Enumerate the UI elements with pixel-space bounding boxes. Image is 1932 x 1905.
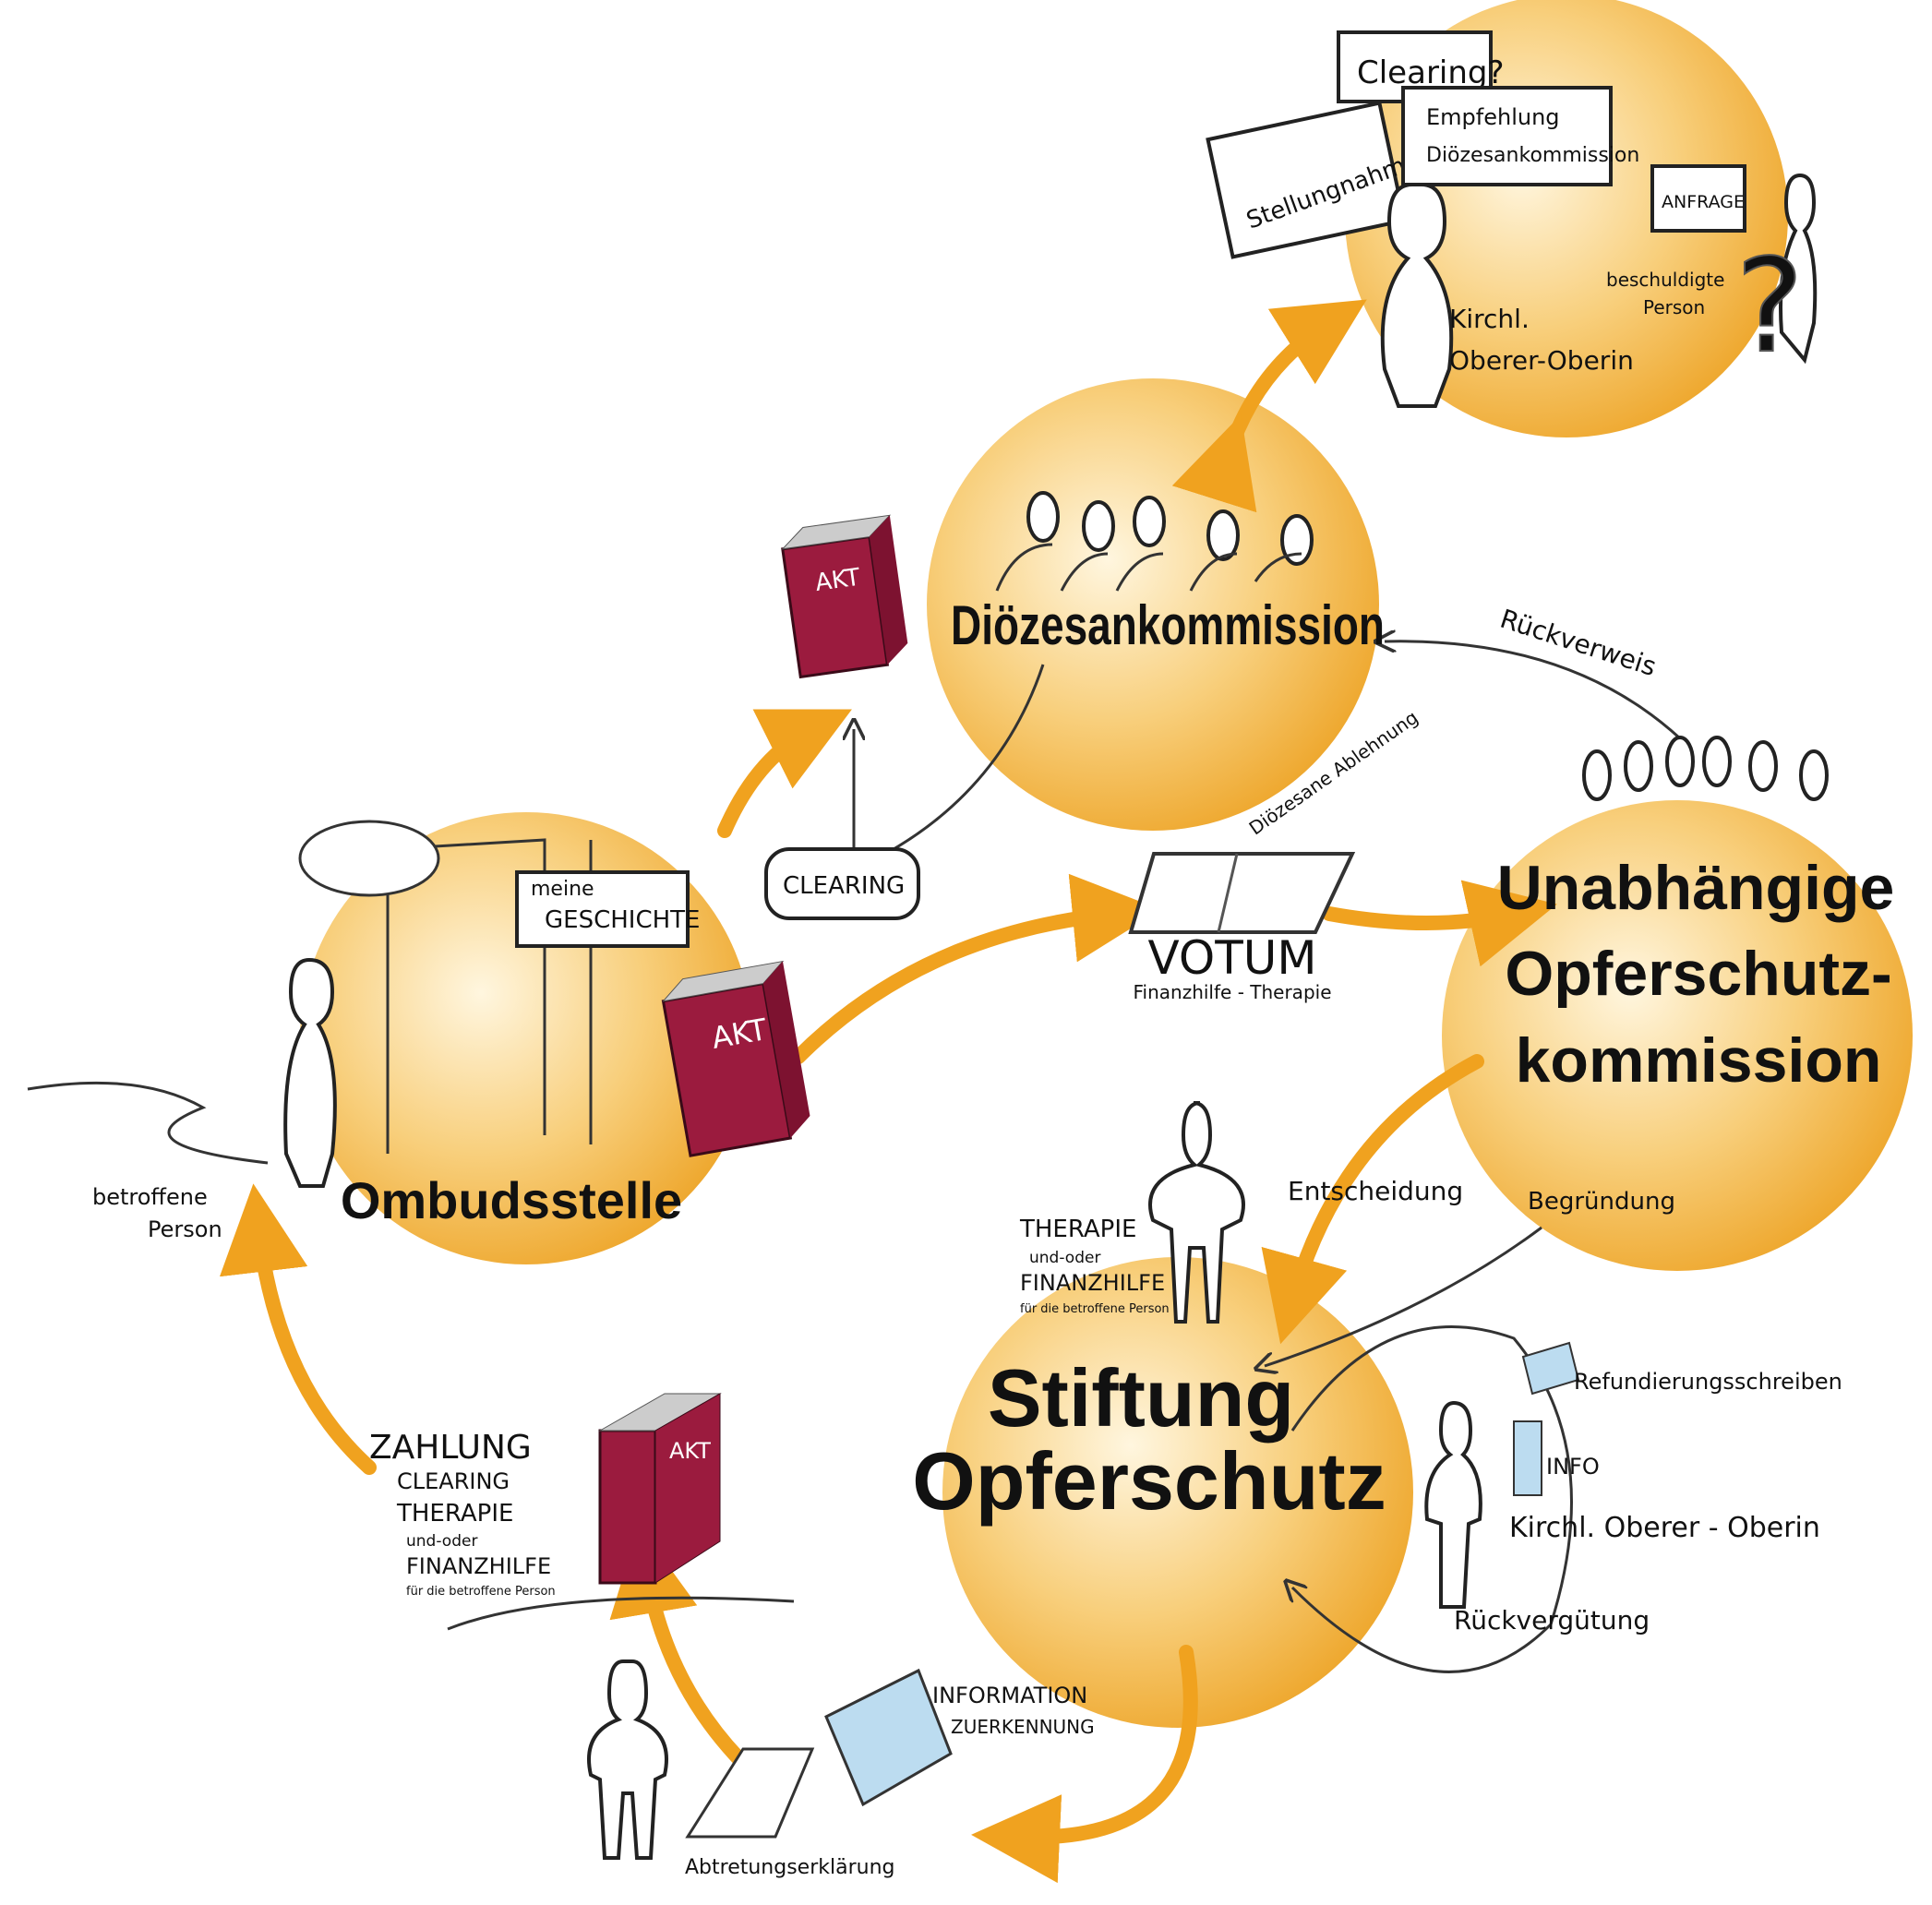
upk-title-line2: Opferschutz- (1505, 939, 1891, 1009)
question-mark-icon: ? (1735, 232, 1804, 382)
upk-title-line3: kommission (1516, 1025, 1882, 1096)
votum-sub-label: Finanzhilfe - Therapie (1133, 981, 1331, 1003)
person-icon (1148, 1101, 1245, 1324)
meine-label: meine (531, 878, 594, 901)
arrow-upk-stiftung (1261, 1054, 1484, 1345)
info-pillar-icon (1513, 1420, 1542, 1496)
arrow-votum-upk (1322, 880, 1557, 967)
beschuldigte-person-label: Person (1643, 296, 1705, 318)
binder-akt-icon: AKT (661, 960, 810, 1157)
binder-akt-icon: AKT (598, 1393, 722, 1585)
empfehlung-dk-label: Diözesankommission (1426, 144, 1639, 167)
circle-opferschutzkommission (1442, 800, 1913, 1271)
zahlung-label: ZAHLUNG (369, 1429, 532, 1467)
beschuldigte-label: beschuldigte (1606, 269, 1724, 291)
therapie-small-label: THERAPIE (396, 1500, 513, 1528)
kirchl-oberer-label: Kirchl. Oberer - Oberin (1509, 1512, 1820, 1544)
top-circle-content: Clearing? Stellungnahme Empfehlung Diöze… (1206, 30, 1818, 408)
person-icon (587, 1659, 668, 1860)
flow-arrows (219, 299, 1557, 1884)
akt-label: AKT (813, 564, 862, 598)
ombudsstelle-group: betroffene Person meine GESCHICHTE CLEAR… (27, 820, 920, 1242)
person-icon (1424, 1400, 1482, 1609)
stiftung-group: THERAPIE und-oder FINANZHILFE für die be… (912, 1101, 1842, 1635)
upk-group: Unabhängige Opferschutz- kommission Ents… (1288, 736, 1895, 1216)
bottom-left-group: ZAHLUNG CLEARING THERAPIE und-oder FINAN… (369, 1393, 1095, 1879)
empfehlung-label: Empfehlung (1426, 104, 1560, 130)
arrow-zahlung-person (219, 1183, 377, 1475)
rueckverweis-label: Rückverweis (1496, 604, 1660, 683)
betroffene-person-label: Person (148, 1216, 222, 1242)
und-oder-small-label: und-oder (406, 1532, 477, 1551)
votum-group: VOTUM Finanzhilfe - Therapie (1128, 852, 1356, 1003)
committee-people-icon (1582, 736, 1829, 801)
anfrage-label: ANFRAGE (1662, 192, 1745, 212)
refundierung-label: Refundierungsschreiben (1574, 1369, 1842, 1395)
clearing-question-label: Clearing? (1357, 54, 1505, 91)
committee-people-icon (995, 491, 1314, 592)
envelope-icon (824, 1668, 953, 1807)
zuerkennung-label: ZUERKENNUNG (951, 1716, 1095, 1738)
geschichte-label: GESCHICHTE (545, 906, 700, 934)
entscheidung-label: Entscheidung (1288, 1176, 1463, 1206)
finanzhilfe-label: FINANZHILFE (1020, 1270, 1165, 1296)
oberer-oberin-label: Oberer-Oberin (1449, 345, 1634, 376)
therapie-label: THERAPIE (1019, 1216, 1136, 1243)
fuer-person-small-label: für die betroffene Person (406, 1585, 556, 1599)
fuer-person-label: für die betroffene Person (1020, 1302, 1170, 1316)
und-oder-label: und-oder (1029, 1249, 1100, 1267)
dioezesankommission-title: Diözesankommission (951, 594, 1385, 656)
circle-stiftung (942, 1257, 1413, 1728)
rueckverguetung-label: Rückvergütung (1454, 1605, 1650, 1635)
akt-label: AKT (669, 1438, 711, 1464)
person-icon (1380, 183, 1454, 408)
arrow-ombud-akt (717, 709, 852, 838)
arrow-akt-votum (791, 873, 1161, 1064)
letter-icon (1521, 1341, 1580, 1396)
information-label: INFORMATION (932, 1683, 1087, 1708)
stiftung-title-line2: Opferschutz (912, 1435, 1386, 1527)
betroffene-label: betroffene (92, 1184, 208, 1210)
binder-akt-icon: AKT (781, 514, 908, 679)
person-icon (283, 957, 337, 1188)
arrow-dk-top (1171, 299, 1367, 513)
stiftung-title-line1: Stiftung (988, 1352, 1294, 1444)
kirchl-label: Kirchl. (1449, 304, 1530, 334)
upk-title-line1: Unabhängige (1497, 853, 1895, 923)
finanzhilfe-small-label: FINANZHILFE (406, 1553, 551, 1579)
votum-label: VOTUM (1148, 931, 1317, 985)
arrow-abtretung-akt (609, 1525, 746, 1766)
ombudsstelle-title: Ombudsstelle (341, 1171, 682, 1229)
clearing-small-label: CLEARING (397, 1468, 510, 1494)
document-sign-icon (685, 1747, 815, 1839)
abtretung-label: Abtretungserklärung (685, 1856, 895, 1879)
clearing-bubble-label: CLEARING (783, 872, 905, 900)
arrow-stiftung-down (971, 1645, 1198, 1884)
begruendung-label: Begründung (1528, 1188, 1675, 1216)
cloud-icon (298, 820, 440, 897)
info-label: INFO (1546, 1454, 1600, 1480)
open-book-icon (1128, 852, 1356, 934)
person-icon (1779, 173, 1818, 365)
path-road (27, 1081, 269, 1165)
